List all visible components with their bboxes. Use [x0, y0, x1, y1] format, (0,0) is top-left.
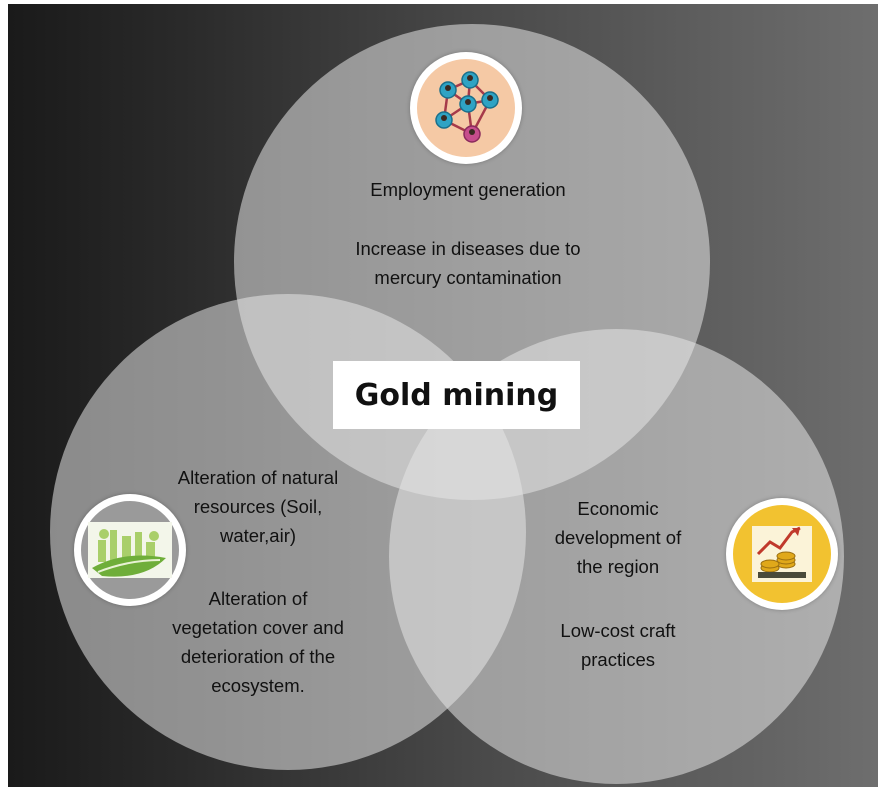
economic-item-4: Low-cost craft	[560, 620, 676, 641]
center-title-box: Gold mining	[333, 361, 580, 429]
environmental-item-2: resources (Soil,	[193, 496, 323, 517]
environmental-item-5: vegetation cover and	[172, 617, 344, 638]
diagram-frame: Employment generation Increase in diseas…	[8, 4, 878, 787]
social-item-diseases-2: mercury contamination	[374, 267, 562, 288]
economic-item-1: Economic	[577, 498, 659, 519]
economic-badge	[726, 498, 838, 610]
gold-coins-growth-icon	[733, 505, 831, 603]
environmental-item-3: water,air)	[219, 525, 297, 546]
social-item-diseases-1: Increase in diseases due to	[355, 238, 581, 259]
economic-item-2: development of	[554, 527, 682, 548]
green-city-leaf-icon	[81, 501, 179, 599]
social-badge	[410, 52, 522, 164]
environmental-item-6: deterioration of the	[180, 646, 336, 667]
environmental-badge	[74, 494, 186, 606]
economic-item-3: the region	[576, 556, 660, 577]
environmental-item-7: ecosystem.	[211, 675, 305, 696]
social-network-icon	[417, 59, 515, 157]
social-item-employment: Employment generation	[370, 179, 566, 200]
environmental-item-4: Alteration of	[208, 588, 308, 609]
center-title: Gold mining	[354, 377, 559, 413]
economic-item-5: practices	[580, 649, 656, 670]
environmental-item-1: Alteration of natural	[177, 467, 339, 488]
